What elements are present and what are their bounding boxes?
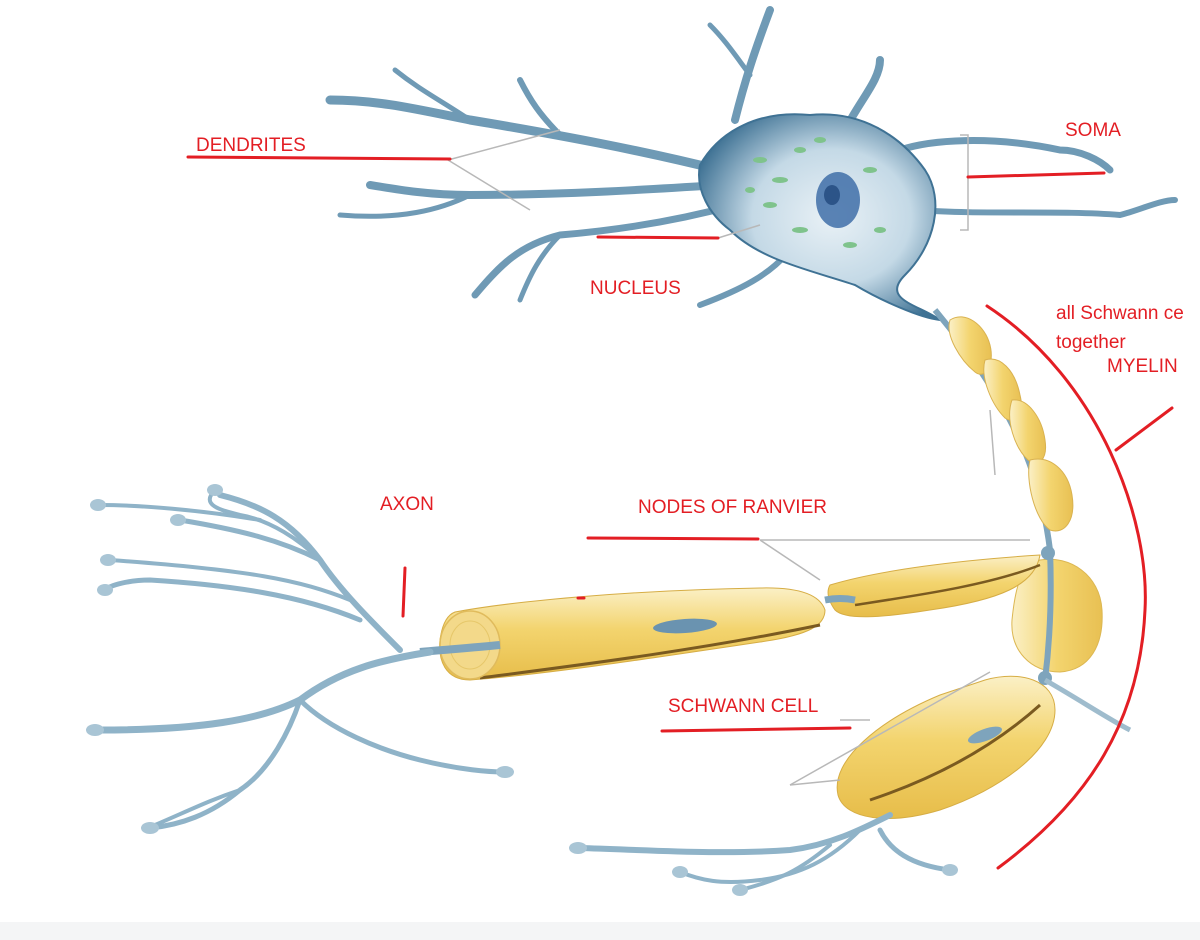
- leader-lines: [447, 129, 1030, 786]
- label-soma: SOMA: [1065, 120, 1121, 141]
- label-myelin: MYELIN: [1107, 356, 1178, 377]
- bottom-strip: [0, 922, 1200, 940]
- soma-body: [698, 113, 944, 322]
- label-axon: AXON: [380, 494, 434, 515]
- nodes-of-ranvier-underline: [586, 536, 760, 541]
- organelles: [745, 137, 886, 248]
- myelin-pointer: [1114, 406, 1174, 452]
- label-nucleus: NUCLEUS: [590, 278, 681, 299]
- myelin-lower-right: [836, 558, 1103, 819]
- terminal-bulbs-bottom: [569, 842, 958, 896]
- axon-sheaths: [439, 554, 1041, 681]
- axon-terminals-bottom: [577, 812, 953, 892]
- label-schwann-note-line1: all Schwann ce: [1056, 303, 1184, 324]
- soma-underline: [966, 171, 1106, 179]
- label-schwann-cell: SCHWANN CELL: [668, 696, 819, 717]
- schwann-cell-underline: [660, 726, 852, 733]
- axon-terminals-left: [96, 488, 508, 831]
- label-nodes-of-ranvier: NODES OF RANVIER: [638, 497, 827, 518]
- label-dendrites: DENDRITES: [196, 135, 306, 156]
- annotation-underlines: [186, 155, 1174, 870]
- terminal-bulbs-left: [86, 484, 514, 834]
- label-schwann-note-line2: together: [1056, 332, 1126, 353]
- axon-marker: [401, 566, 407, 618]
- nucleus-underline: [596, 235, 720, 240]
- myelin-upper: [948, 316, 1074, 532]
- dendrites-underline: [186, 155, 452, 161]
- myelin-bracket: [985, 304, 1147, 870]
